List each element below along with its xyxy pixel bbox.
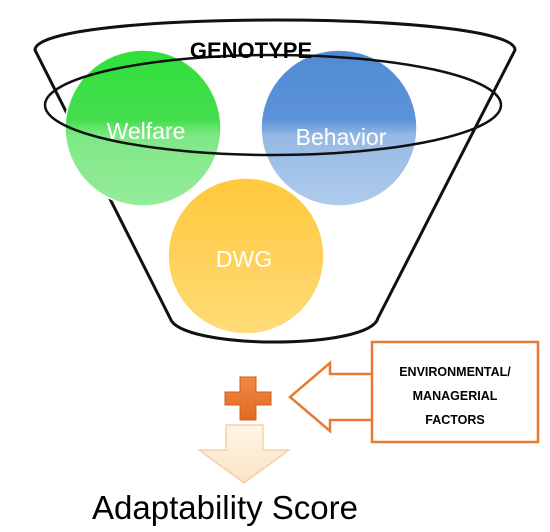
funnel-rim [43, 53, 503, 157]
behavior-circle [260, 49, 418, 207]
plus-icon [224, 376, 272, 421]
welfare-circle [64, 49, 222, 207]
environment-box [370, 340, 540, 444]
adaptability-score-label: Adaptability Score [92, 489, 358, 526]
welfare-label: Welfare [107, 118, 186, 144]
behavior-label: Behavior [296, 124, 387, 150]
dwg-label: DWG [216, 246, 272, 272]
environment-line-1: ENVIRONMENTAL/ [399, 365, 511, 379]
down-arrow-icon [197, 424, 291, 484]
environment-line-2: MANAGERIAL [413, 389, 498, 403]
left-arrow-icon [288, 360, 372, 434]
environment-line-3: FACTORS [425, 413, 485, 427]
dwg-circle [167, 177, 325, 335]
genotype-title: GENOTYPE [190, 38, 312, 63]
